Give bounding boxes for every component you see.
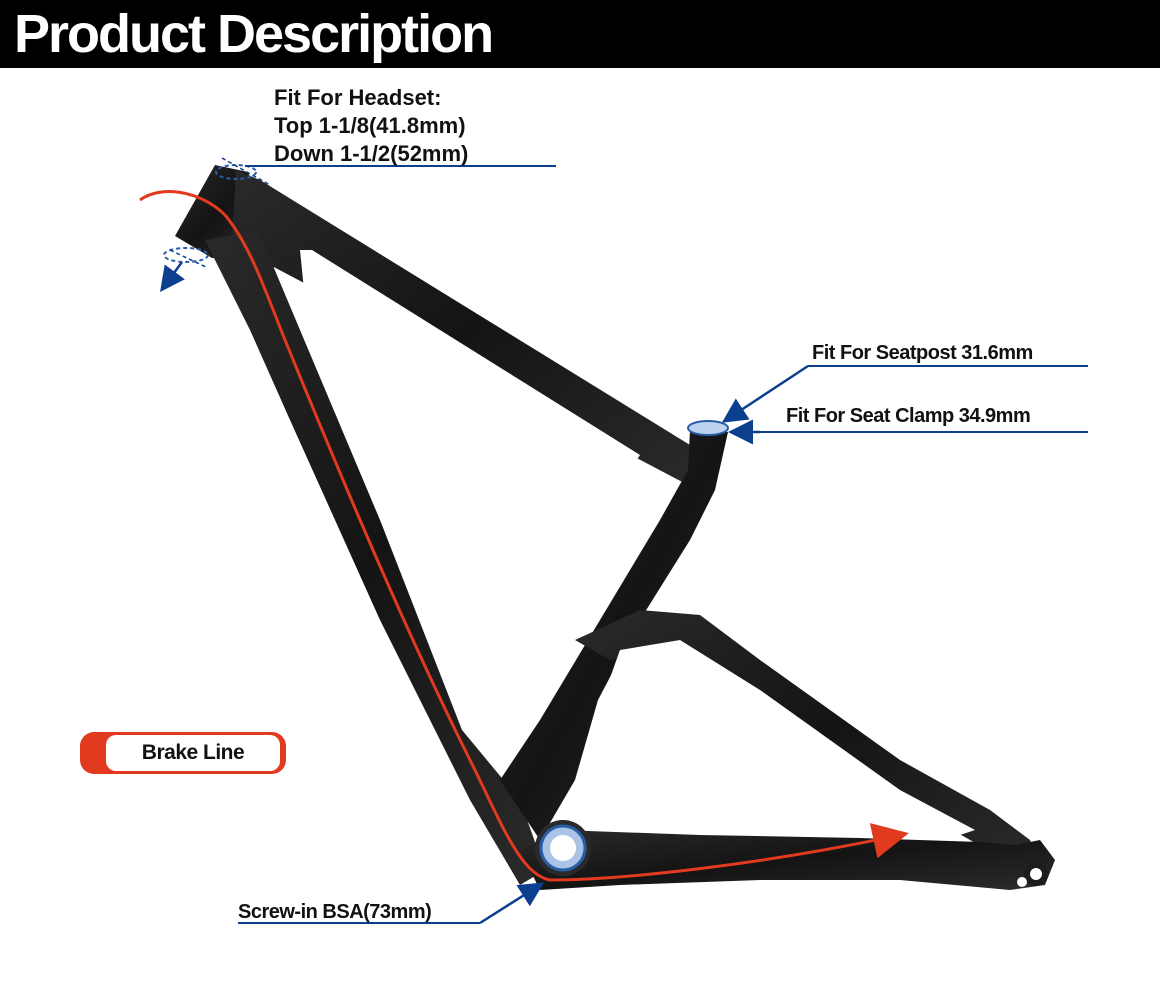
page-title: Product Description <box>14 4 494 64</box>
headset-down-spec: Down 1-1/2(52mm) <box>274 141 469 166</box>
seatpost-callout <box>721 364 1088 423</box>
headset-callout <box>160 157 556 293</box>
brake-line-path <box>139 190 909 882</box>
seat-clamp-spec: Fit For Seat Clamp 34.9mm <box>786 405 1031 427</box>
headset-top-spec: Top 1-1/8(41.8mm) <box>274 113 466 138</box>
top-tube <box>232 170 712 485</box>
frame <box>163 164 1055 890</box>
header-bar: Product Description <box>0 0 1160 68</box>
headset-spec: Fit For Headset: Top 1-1/8(41.8mm) Down … <box>274 84 468 168</box>
headset-heading: Fit For Headset: <box>274 85 442 110</box>
brake-line-legend-label: Brake Line <box>141 741 245 764</box>
bottom-bracket-spec: Screw-in BSA(73mm) <box>238 901 432 923</box>
brake-line-legend-inner <box>106 735 280 771</box>
seat-tube-top <box>687 420 729 436</box>
bsa-callout <box>238 882 545 925</box>
seatpost-spec: Fit For Seatpost 31.6mm <box>812 342 1033 364</box>
